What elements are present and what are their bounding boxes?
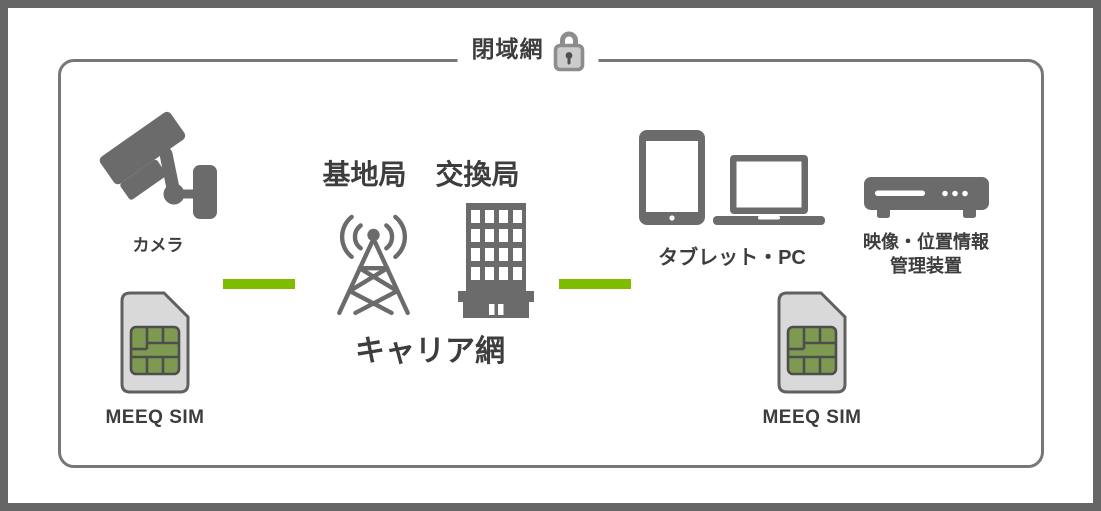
sim-label-right: MEEQ SIM [762,407,862,428]
sim-card-icon [777,291,847,394]
antenna-tower-icon [326,207,421,319]
recorder-label-line2: 管理装置 [890,256,962,277]
devices-label: タブレット・PC [658,247,806,269]
cctv-camera-icon [96,106,221,221]
laptop-icon [713,155,825,225]
device-icons [639,130,825,225]
camera-label: カメラ [132,236,184,255]
carrier-network-label: キャリア網 [355,335,505,368]
sim-node-left: MEEQ SIM [93,291,217,429]
video-recorder-icon [863,177,989,219]
camera-node: カメラ [88,106,228,256]
sim-label-left: MEEQ SIM [105,407,205,428]
green-link-right [559,279,631,289]
office-building-icon [458,203,534,318]
green-link-left [223,279,295,289]
devices-node: タブレット・PC [637,130,827,270]
base-station-label: 基地局 [322,159,407,190]
sim-card-icon [120,291,190,394]
closed-network-title: 閉域網 [471,36,544,63]
lock-icon [553,28,585,72]
recorder-label: 映像・位置情報管理装置 [863,230,989,279]
recorder-node: 映像・位置情報管理装置 [858,177,994,279]
recorder-label-line1: 映像・位置情報 [863,232,989,252]
exchange-label: 交換局 [435,159,520,190]
tablet-icon [639,130,705,225]
diagram-title: 閉域網 [457,28,599,72]
sim-node-right: MEEQ SIM [750,291,874,429]
